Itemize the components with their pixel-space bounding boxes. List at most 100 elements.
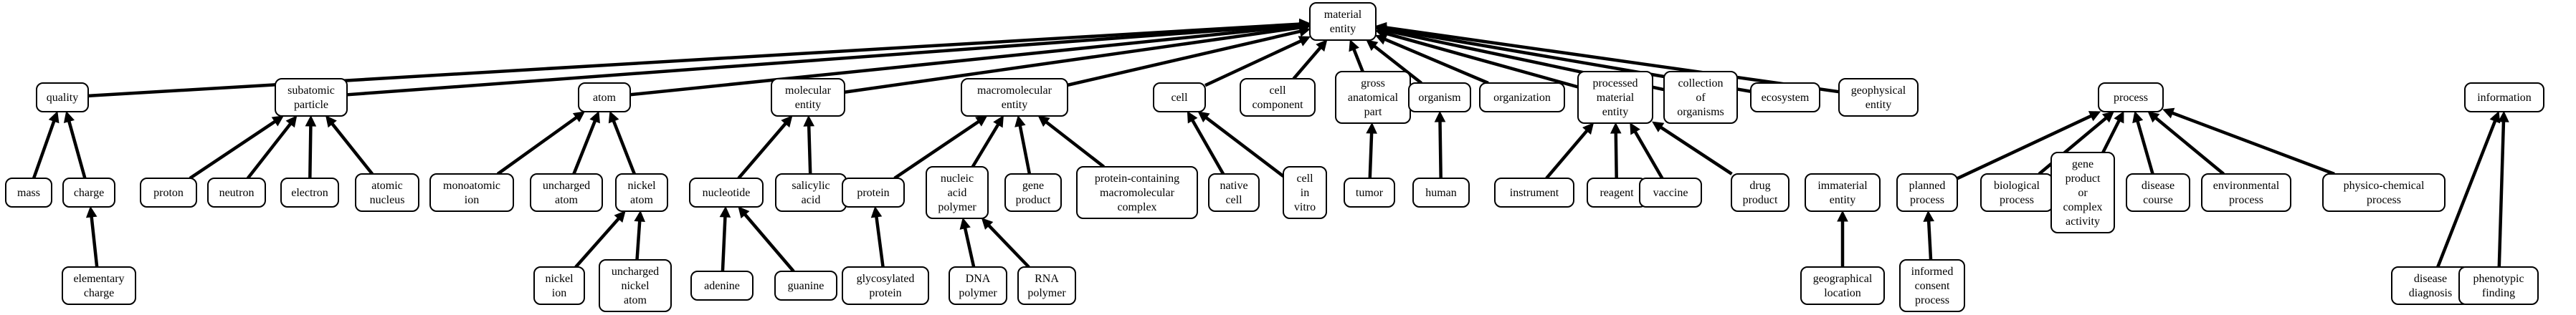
node-label-line: process — [1915, 294, 1949, 306]
arrowhead — [305, 115, 317, 127]
node-label-line: DNA — [966, 273, 991, 285]
arrowhead — [1630, 122, 1640, 135]
node-label-line: charge — [74, 187, 104, 199]
arrowhead — [959, 217, 971, 230]
node-label-line: gene — [1022, 180, 1044, 192]
edge-nickel-ion-to-nickel-atom — [574, 210, 626, 268]
node-vaccine: vaccine — [1639, 178, 1702, 208]
node-label-line: product — [1016, 194, 1051, 206]
node-label-line: macromolecular — [1100, 187, 1175, 199]
edge-layer — [32, 18, 2509, 273]
node-box — [1283, 166, 1327, 219]
edge-environmental-process-to-process — [2147, 111, 2225, 175]
node-reagent: reagent — [1587, 178, 1647, 208]
edge-native-cell-to-cell — [1187, 111, 1225, 175]
arrowhead — [719, 205, 731, 218]
node-label-line: geophysical — [1851, 84, 1906, 97]
node-box — [207, 178, 266, 208]
node-box — [5, 178, 52, 208]
edge-line — [1067, 29, 1301, 87]
edge-line — [90, 216, 99, 268]
node-label-line: polymer — [938, 201, 976, 213]
arrowhead — [1923, 210, 1934, 222]
edge-elementary-charge-to-charge — [85, 205, 99, 268]
node-label-line: entity — [1330, 23, 1356, 35]
node-label-line: ion — [552, 287, 566, 299]
node-label-line: atom — [593, 92, 617, 104]
node-label-line: gross — [1361, 77, 1385, 89]
node-box — [2458, 266, 2539, 305]
node-label-line: particle — [294, 99, 328, 111]
node-label-line: nickel — [621, 280, 650, 292]
node-label-line: proton — [153, 187, 184, 199]
node-label-line: disease — [2414, 273, 2447, 285]
edge-line — [572, 120, 597, 175]
node-box — [1750, 82, 1820, 112]
node-label-line: complex — [1117, 201, 1156, 213]
edge-line — [67, 120, 87, 179]
node-box — [1896, 173, 1958, 212]
edge-line — [1292, 47, 1322, 80]
node-label-line: informed — [1911, 266, 1954, 278]
node-label-line: phenotypic — [2473, 273, 2524, 285]
node-label-line: entity — [1002, 99, 1027, 111]
edge-line — [1191, 120, 1225, 175]
node-label-line: component — [1252, 99, 1303, 111]
edge-disease-diagnosis-to-information — [2436, 110, 2501, 268]
node-quality: quality — [36, 82, 89, 112]
node-nucleotide: nucleotide — [689, 178, 764, 208]
edge-proton-to-subatomic-particle — [189, 115, 285, 180]
node-box — [1639, 178, 1702, 208]
arrowhead — [271, 115, 285, 127]
node-label-line: entity — [1866, 99, 1891, 111]
edge-line — [496, 116, 578, 175]
node-box — [355, 173, 419, 212]
node-label-line: nucleotide — [703, 187, 751, 199]
edge-line — [574, 217, 620, 268]
node-box — [771, 78, 845, 117]
node-label-line: uncharged — [543, 180, 590, 192]
node-box — [36, 82, 89, 112]
node-box — [533, 266, 585, 305]
node-label-line: vitro — [1294, 201, 1316, 213]
arrowhead — [1366, 39, 1379, 52]
node-box — [2464, 82, 2544, 112]
edge-line — [875, 216, 885, 268]
edge-instrument-to-processed-material-entity — [1545, 122, 1594, 180]
node-organism: organism — [1408, 82, 1471, 112]
node-label-line: or — [2078, 187, 2088, 199]
node-box — [1479, 82, 1565, 112]
edge-electron-to-subatomic-particle — [305, 115, 317, 179]
edge-line — [1384, 37, 1489, 85]
node-box — [2098, 82, 2164, 112]
edge-rna-polymer-to-nucleic-acid-polymer — [981, 218, 1030, 268]
arrowhead — [1434, 110, 1446, 122]
node-label-line: entity — [795, 99, 821, 111]
node-label-line: quality — [47, 92, 78, 104]
node-label-line: entity — [1830, 194, 1855, 206]
node-label-line: product — [2066, 173, 2101, 185]
edge-line — [1045, 120, 1106, 168]
edge-vaccine-to-processed-material-entity — [1630, 122, 1664, 180]
node-box — [62, 178, 115, 208]
arrowhead — [2147, 111, 2160, 123]
edge-cell-to-material-entity — [1204, 36, 1311, 87]
edge-charge-to-quality — [63, 110, 87, 179]
edge-gene-product-activity-to-process — [2101, 111, 2124, 154]
edge-line — [1660, 126, 1733, 175]
arrowhead — [1316, 39, 1328, 52]
node-charge: charge — [62, 178, 115, 208]
